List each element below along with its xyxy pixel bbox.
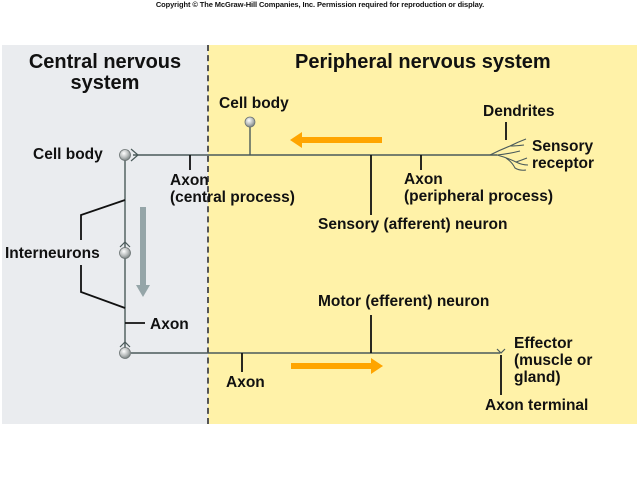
interneuron-cell-body-icon <box>119 247 131 259</box>
axon-peripheral-line1: Axon <box>404 171 443 188</box>
cns-pns-divider <box>207 45 209 424</box>
axon-central-line1: Axon <box>170 172 209 189</box>
pns-cell-body-label: Cell body <box>219 95 289 112</box>
dendrites-icon <box>489 138 529 171</box>
cns-title: Central nervous system <box>2 52 208 94</box>
axon-terminal-icon <box>496 348 506 354</box>
cns-title-line1: Central nervous <box>28 51 182 73</box>
axon-peripheral-line2: (peripheral process) <box>404 188 554 205</box>
motor-axon-label: Axon <box>226 374 265 391</box>
cns-title-line2: system <box>70 72 140 94</box>
axon-central-label: Axon (central process) <box>170 172 295 206</box>
motor-signal-arrow <box>291 358 383 374</box>
effector-label: Effector (muscle or gland) <box>514 335 592 386</box>
interneuron-synapse-chevron-icon <box>119 241 131 248</box>
axon-peripheral-label: Axon (peripheral process) <box>404 171 553 205</box>
motor-cell-body-icon <box>119 347 131 359</box>
sensory-receptor-label: Sensory receptor <box>532 138 594 172</box>
cns-cell-body-label: Cell body <box>33 146 103 163</box>
interneurons-bracket-lower <box>80 265 126 309</box>
motor-neuron-label: Motor (efferent) neuron <box>318 293 490 310</box>
effector-line3: gland) <box>514 369 561 386</box>
peripheral-nervous-system-region <box>208 45 637 424</box>
sensory-receptor-line1: Sensory <box>532 138 594 155</box>
interneurons-label: Interneurons <box>5 245 100 262</box>
synapse-chevron-icon <box>130 148 139 162</box>
interneuron-axon-label: Axon <box>150 316 189 333</box>
copyright-notice: Copyright © The McGraw-Hill Companies, I… <box>155 0 485 9</box>
effector-line1: Effector <box>514 335 573 352</box>
pns-cell-body-icon <box>244 116 256 128</box>
sensory-receptor-line2: receptor <box>532 155 595 172</box>
cns-cell-body-icon <box>119 149 131 161</box>
central-nervous-system-region <box>2 45 208 424</box>
sensory-neuron-label: Sensory (afferent) neuron <box>318 216 508 233</box>
axon-central-line2: (central process) <box>170 189 295 206</box>
pns-title: Peripheral nervous system <box>295 51 551 73</box>
motor-synapse-chevron-icon <box>119 341 131 348</box>
axon-terminal-label: Axon terminal <box>485 397 589 414</box>
effector-line2: (muscle or <box>514 352 593 369</box>
sensory-signal-arrow <box>290 132 382 148</box>
cns-signal-arrow <box>136 207 150 297</box>
interneurons-bracket <box>80 199 126 240</box>
dendrites-label: Dendrites <box>483 103 555 120</box>
